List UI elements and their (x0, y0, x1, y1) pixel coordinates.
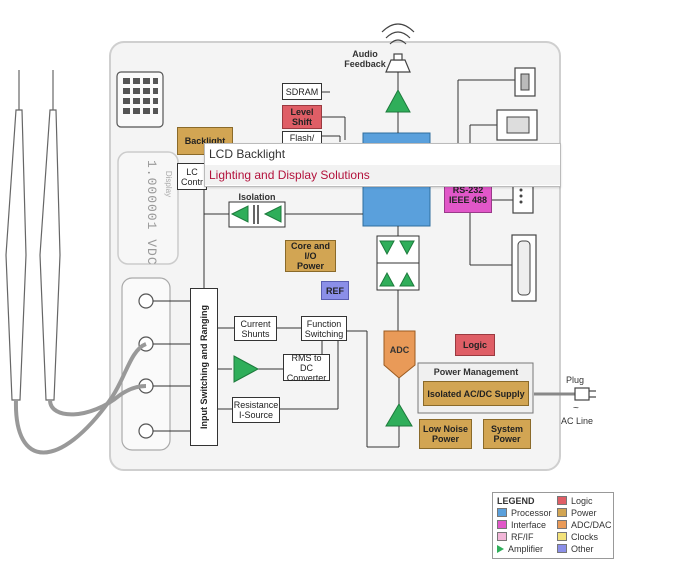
legend-item-rfif: RF/IF (497, 532, 534, 543)
ethernet-port-icon (496, 109, 538, 141)
rms-amplifier-icon (233, 355, 260, 383)
resistance-isource-block[interactable]: Resistance I-Source (232, 397, 280, 423)
adc-label: ADC (389, 345, 410, 355)
sdram-block[interactable]: SDRAM (282, 83, 322, 100)
ac-sine-icon: ~ (573, 403, 579, 414)
legend-item-adcdac: ADC/DAC (557, 520, 612, 531)
display-panel (117, 151, 179, 265)
lcd-controller-block[interactable]: LC Contr (177, 163, 207, 190)
legend-item-processor: Processor (497, 508, 552, 519)
input-jack-4[interactable] (138, 423, 154, 439)
usb-port-icon (514, 67, 536, 97)
input-switching-block[interactable]: Input Switching and Ranging (190, 288, 218, 446)
rms-to-dc-block[interactable]: RMS to DC Converter (283, 353, 330, 383)
tooltip-popup: LCD Backlight Lighting and Display Solut… (204, 143, 561, 187)
isolation-label: Isolation (238, 192, 276, 202)
keypad-icon (116, 71, 164, 128)
logic-block[interactable]: Logic (455, 334, 495, 356)
audio-feedback-label: Audio Feedback (344, 49, 386, 69)
isolated-acdc-block[interactable]: Isolated AC/DC Supply (423, 381, 529, 406)
tooltip-link[interactable]: Lighting and Display Solutions (209, 168, 370, 182)
legend: LEGEND Processor Interface RF/IF Amplifi… (492, 492, 614, 559)
display-reading: 1.000001 VDC (139, 160, 159, 266)
legend-title: LEGEND (497, 496, 535, 506)
input-jack-1[interactable] (138, 293, 154, 309)
plug-label: Plug (565, 375, 584, 385)
test-probes-icon (5, 70, 147, 455)
legend-item-logic: Logic (557, 496, 593, 507)
tooltip-title: LCD Backlight (209, 147, 286, 161)
legend-item-power: Power (557, 508, 597, 519)
display-word: Display (161, 164, 173, 204)
power-management-label: Power Management (433, 367, 519, 377)
legend-item-amplifier: Amplifier (497, 544, 543, 555)
low-noise-power-block[interactable]: Low Noise Power (419, 419, 472, 449)
legend-item-clocks: Clocks (557, 532, 598, 543)
plug-icon (534, 387, 596, 401)
input-switching-label: Input Switching and Ranging (199, 305, 209, 429)
level-shift-block[interactable]: Level Shift (282, 105, 322, 129)
system-power-block[interactable]: System Power (483, 419, 531, 449)
ref-block[interactable]: REF (321, 281, 349, 300)
gpib-port-icon (511, 234, 537, 302)
input-jack-panel (121, 277, 171, 451)
function-switching-block[interactable]: Function Switching (301, 316, 347, 341)
tooltip-link-row[interactable]: Lighting and Display Solutions (205, 165, 560, 185)
ac-line-label: AC Line (560, 416, 594, 426)
speaker-icon (381, 23, 415, 73)
current-shunts-block[interactable]: Current Shunts (234, 316, 277, 341)
display-word-text: Display (164, 170, 173, 198)
legend-item-interface: Interface (497, 520, 546, 531)
legend-item-other: Other (557, 544, 594, 555)
isolation-amplifier-right-icon (263, 205, 282, 223)
isolation-amplifier-left-icon (230, 205, 249, 223)
adc-shape (383, 330, 416, 379)
core-io-power-block[interactable]: Core and I/O Power (285, 240, 336, 272)
display-reading-text: 1.000001 VDC (144, 160, 159, 266)
